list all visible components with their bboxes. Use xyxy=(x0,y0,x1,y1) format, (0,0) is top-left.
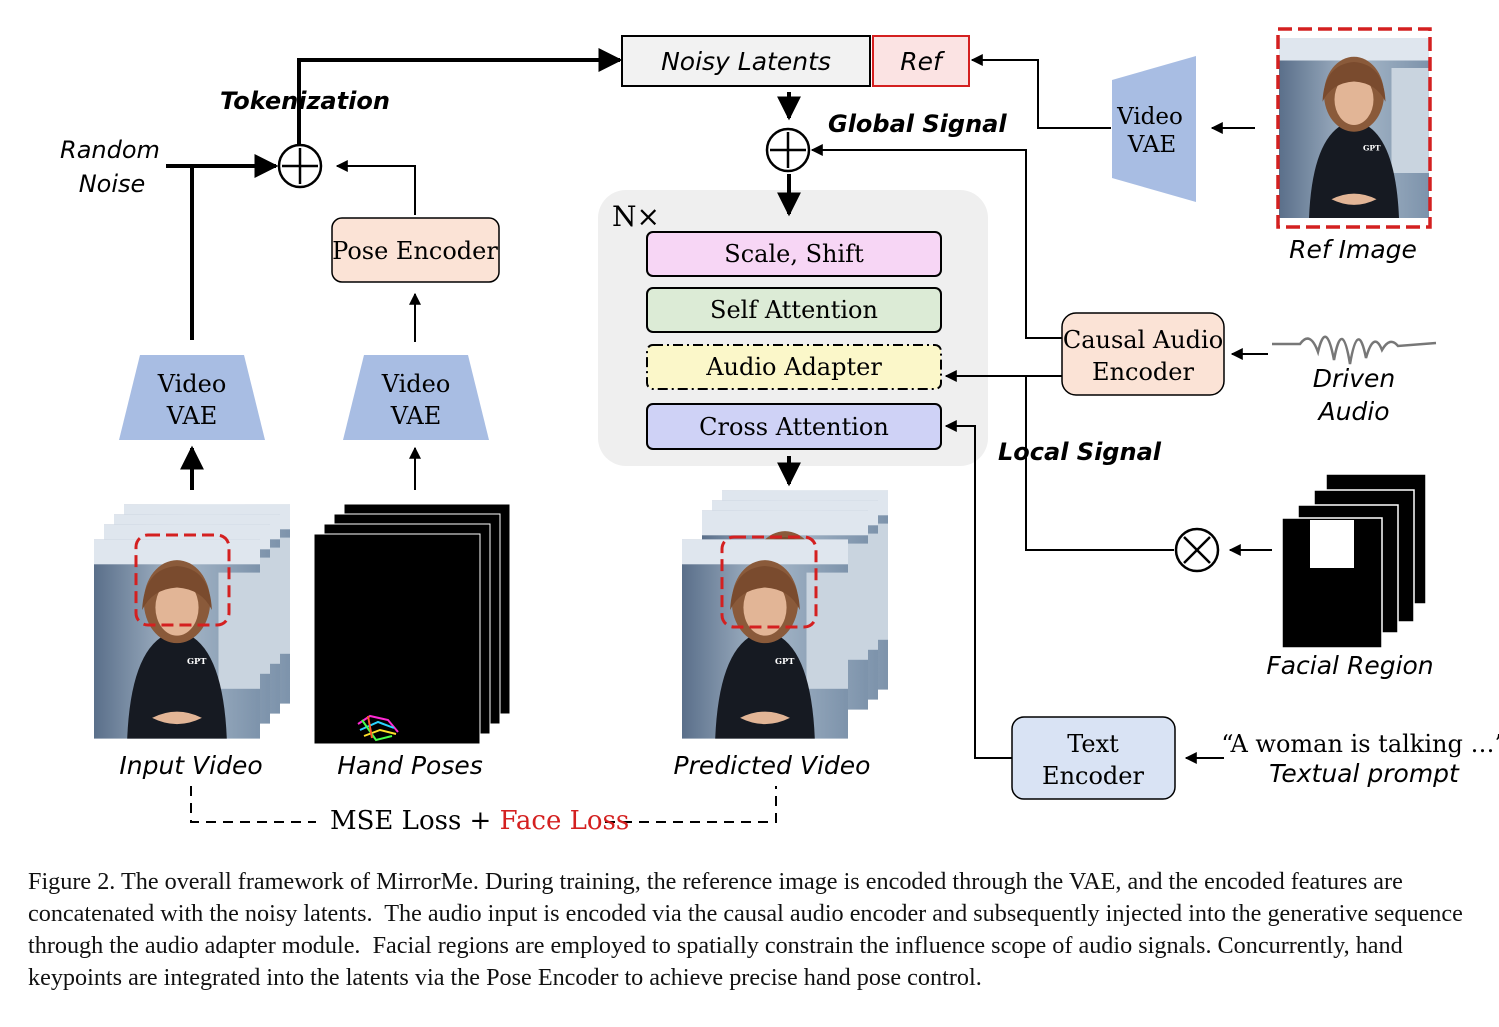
causal-audio-encoder-box xyxy=(1061,312,1225,396)
pose-video-vae-label-2: VAE xyxy=(390,402,442,430)
ref-vae-to-ref-arrow xyxy=(970,54,1111,129)
scale-shift-block xyxy=(646,231,942,277)
driven-audio-label-2: Audio xyxy=(1316,397,1389,426)
input-video-vae xyxy=(119,355,265,440)
cross-attention-block xyxy=(646,403,942,450)
ref-image-label: Ref Image xyxy=(1289,235,1417,264)
random-noise-label-2: Noise xyxy=(79,170,146,198)
text-encoder-label-2: Encoder xyxy=(1042,762,1144,790)
facial-mask-to-audio-line xyxy=(1025,376,1174,551)
hand-poses-label: Hand Poses xyxy=(337,751,483,780)
repeat-count-label: N× xyxy=(612,200,660,233)
text-encoder-label-1: Text xyxy=(1067,730,1119,758)
facial-region-masks xyxy=(1281,473,1427,649)
input-video-vae-label-1: Video xyxy=(157,370,227,398)
causal-audio-encoder-label-1: Causal Audio xyxy=(1063,326,1223,354)
ref-video-vae-label-1: Video xyxy=(1116,104,1183,130)
prompt-quote: “A woman is talking …” xyxy=(1221,730,1499,758)
text-to-cross-attention-arrow xyxy=(944,420,1012,759)
cross-attention-label: Cross Attention xyxy=(699,413,889,441)
tokenization-label: Tokenization xyxy=(220,87,390,115)
predicted-video-stack xyxy=(682,490,888,739)
audio-global-signal-arrow xyxy=(810,144,1062,339)
input-video-vae-label-2: VAE xyxy=(166,402,218,430)
ref-video-vae-label-2: VAE xyxy=(1127,132,1176,158)
predicted-video-label: Predicted Video xyxy=(674,751,871,780)
ref-image xyxy=(1276,27,1432,229)
pose-encoder-label: Pose Encoder xyxy=(332,237,498,265)
mse-loss-label: MSE Loss + xyxy=(330,806,500,836)
facial-region-label: Facial Region xyxy=(1266,651,1433,680)
loss-connector-left xyxy=(190,786,316,823)
self-attention-block xyxy=(646,287,942,333)
ref-label: Ref xyxy=(900,47,945,76)
pose-video-vae xyxy=(343,355,489,440)
ref-video-vae xyxy=(1112,56,1196,202)
text-encoder-box xyxy=(1011,716,1176,800)
scale-shift-label: Scale, Shift xyxy=(724,240,864,268)
driven-audio-label-1: Driven xyxy=(1313,364,1396,393)
input-video-stack xyxy=(94,504,290,739)
predicted-face-region-box xyxy=(720,535,818,629)
hand-poses-stack xyxy=(313,503,511,745)
hand-keypoints-icon xyxy=(357,714,399,742)
pose-encoder-box xyxy=(331,217,500,283)
input-video-label: Input Video xyxy=(119,751,262,780)
ref-box xyxy=(872,35,970,87)
textual-prompt-label: Textual prompt xyxy=(1269,759,1460,788)
random-noise-label-1: Random xyxy=(60,136,160,164)
local-signal-label: Local Signal xyxy=(998,438,1162,466)
face-loss-label: Face Loss xyxy=(500,806,630,836)
self-attention-label: Self Attention xyxy=(710,296,878,324)
loss-connector-right xyxy=(605,786,777,823)
global-signal-label: Global Signal xyxy=(828,110,1007,138)
tokenization-arrow xyxy=(297,48,623,148)
figure-caption: Figure 2. The overall framework of Mirro… xyxy=(28,868,1469,991)
pose-encoder-to-plus-arrow xyxy=(335,160,416,215)
noisy-latents-label: Noisy Latents xyxy=(661,47,831,76)
audio-adapter-label: Audio Adapter xyxy=(705,353,882,381)
input-face-region-box xyxy=(134,533,231,627)
audio-waveform-icon xyxy=(1272,335,1437,365)
loss-label: MSE Loss + Face Loss xyxy=(330,806,629,836)
causal-audio-encoder-label-2: Encoder xyxy=(1092,358,1194,386)
noisy-latents-box xyxy=(621,35,871,87)
audio-adapter-block xyxy=(646,344,942,390)
pose-video-vae-label-1: Video xyxy=(381,370,451,398)
